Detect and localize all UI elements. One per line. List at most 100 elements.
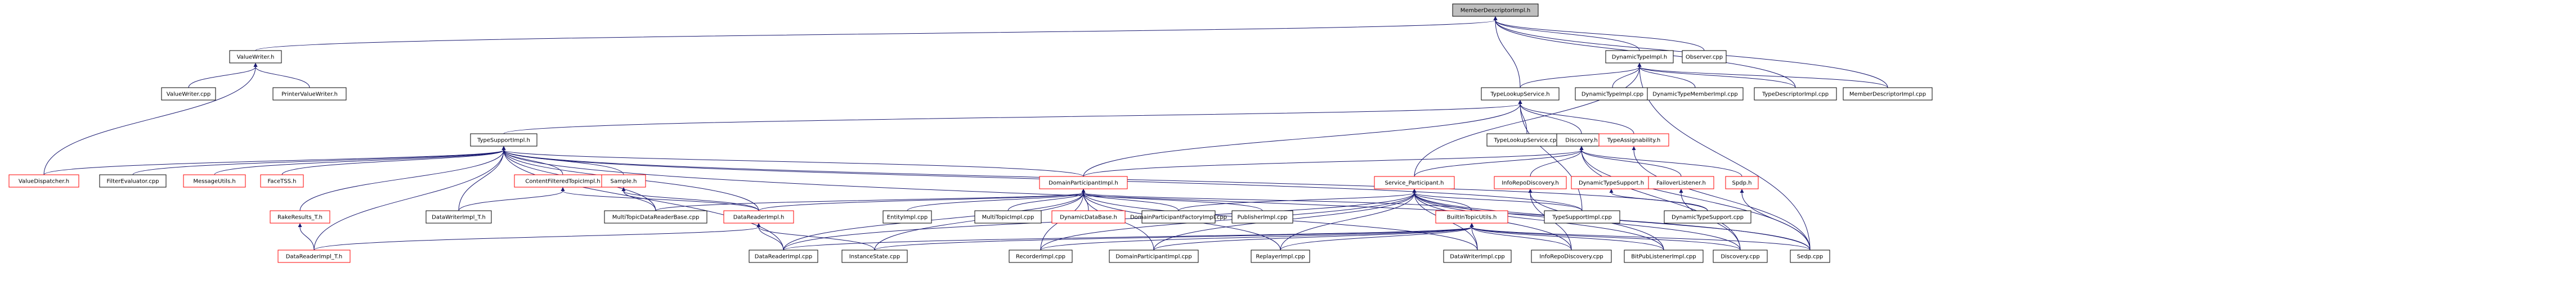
node-valuedispatcher-h[interactable]: ValueDispatcher.h: [8, 174, 79, 188]
node-box: [1051, 210, 1126, 224]
node-box: [8, 174, 79, 188]
edge-domainparticipantimpl-h-to-discovery-h: [1083, 146, 1584, 177]
node-rakeresults-t-h[interactable]: RakeResults_T.h: [270, 210, 330, 224]
node-label: ValueWriter.h: [237, 55, 275, 61]
node-box: [1624, 250, 1704, 263]
node-datawriterimpl-t-h[interactable]: DataWriterImpl_T.h: [425, 210, 492, 224]
node-typelookupservice-h[interactable]: TypeLookupService.h: [1481, 87, 1560, 101]
node-sample-h[interactable]: Sample.h: [601, 174, 646, 188]
node-dynamictypeimpl-cpp[interactable]: DynamicTypeImpl.cpp: [1575, 87, 1650, 101]
edge-datareaderimpl-cpp-to-domainparticipantimpl-h: [783, 189, 1086, 251]
node-label: DynamicTypeImpl.cpp: [1582, 92, 1643, 98]
node-box: [749, 250, 818, 263]
node-label: MessageUtils.h: [193, 179, 235, 185]
node-messageutils-h[interactable]: MessageUtils.h: [183, 174, 246, 188]
node-dynamicdatabase-h[interactable]: DynamicDataBase.h: [1051, 210, 1126, 224]
node-valuewriter-cpp[interactable]: ValueWriter.cpp: [161, 87, 216, 101]
edge-service-participant-h-to-discovery-h: [1414, 146, 1584, 177]
node-datareaderimpl-t-h[interactable]: DataReaderImpl_T.h: [277, 250, 351, 263]
edge-dynamictypememberimpl-cpp-to-dynamictypeimpl-h: [1637, 63, 1696, 88]
node-builtintopicutils-h[interactable]: BuiltInTopicUtils.h: [1435, 210, 1508, 224]
node-memberdescriptorimpl-cpp[interactable]: MemberDescriptorImpl.cpp: [1843, 87, 1933, 101]
node-recorderimpl-cpp[interactable]: RecorderImpl.cpp: [1009, 250, 1073, 263]
node-box: [1374, 176, 1455, 189]
node-instancestate-cpp[interactable]: InstanceState.cpp: [841, 250, 908, 263]
node-observer-cpp[interactable]: Observer.cpp: [1682, 50, 1727, 64]
node-valuewriter-h[interactable]: ValueWriter.h: [229, 50, 282, 64]
edge-builtintopicutils-h-to-service-participant-h: [1412, 189, 1472, 211]
node-replayerimpl-cpp[interactable]: ReplayerImpl.cpp: [1251, 250, 1310, 263]
node-domainparticipantimpl-cpp[interactable]: DomainParticipantImpl.cpp: [1109, 250, 1199, 263]
edge-domainparticipantfactoryimpl-cpp-to-domainparticipantimpl-h: [1081, 189, 1179, 211]
node-label: TypeSupportImpl.h: [477, 138, 530, 144]
edge-contentfilteredtopicimpl-h-to-typesupportimpl-h: [501, 146, 563, 175]
node-label: DataReaderImpl.h: [733, 215, 785, 221]
node-label: Observer.cpp: [1686, 55, 1723, 61]
node-datawriterimpl-cpp[interactable]: DataWriterImpl.cpp: [1443, 250, 1512, 263]
node-dynamictypeimpl-h[interactable]: DynamicTypeImpl.h: [1605, 50, 1674, 64]
node-multitopicimpl-cpp[interactable]: MultiTopicImpl.cpp: [974, 210, 1042, 224]
node-label: FilterEvaluator.cpp: [107, 179, 159, 185]
edge-datareaderimpl-h-to-contentfilteredtopicimpl-h: [561, 187, 759, 211]
node-domainparticipantfactoryimpl-cpp[interactable]: DomainParticipantFactoryImpl.cpp: [1130, 210, 1227, 224]
edge-instancestate-cpp-to-datareaderimpl-h: [756, 223, 875, 251]
edge-replayerimpl-cpp-to-builtintopicutils-h: [1280, 223, 1474, 251]
node-label: Discovery.h: [1565, 138, 1598, 144]
node-sedp-cpp[interactable]: Sedp.cpp: [1790, 250, 1830, 263]
node-multitopicdatareaderbase-cpp[interactable]: MultiTopicDataReaderBase.cpp: [604, 210, 707, 224]
node-box: [470, 133, 537, 147]
node-facetss-h[interactable]: FaceTSS.h: [260, 174, 304, 188]
node-label: DynamicTypeMemberImpl.cpp: [1652, 92, 1737, 98]
node-dynamictypesupport-h[interactable]: DynamicTypeSupport.h: [1571, 176, 1652, 189]
node-contentfilteredtopicimpl-h[interactable]: ContentFilteredTopicImpl.h: [514, 174, 612, 188]
node-typedescriptorimpl-cpp[interactable]: TypeDescriptorImpl.cpp: [1754, 87, 1837, 101]
node-dynamictypesupport-cpp[interactable]: DynamicTypeSupport.cpp: [1664, 210, 1751, 224]
node-discovery-cpp[interactable]: Discovery.cpp: [1713, 250, 1768, 263]
node-box: [1109, 250, 1199, 263]
node-label: TypeLookupService.cpp: [1493, 138, 1560, 144]
node-entityimpl-cpp[interactable]: EntityImpl.cpp: [882, 210, 932, 224]
node-typesupportimpl-cpp[interactable]: TypeSupportImpl.cpp: [1544, 210, 1620, 224]
node-memberdescriptorimpl-h[interactable]: MemberDescriptorImpl.h: [1452, 3, 1539, 17]
edge-datareaderimpl-h-to-domainparticipantimpl-h: [758, 189, 1086, 211]
node-box: [1435, 210, 1508, 224]
node-label: ValueDispatcher.h: [19, 179, 69, 185]
node-typesupportimpl-h[interactable]: TypeSupportImpl.h: [470, 133, 537, 147]
edge-failoverlistener-h-to-discovery-h: [1579, 146, 1682, 177]
edge-typesupportimpl-h-to-typelookupservice-h: [503, 100, 1522, 134]
node-dynamictypememberimpl-cpp[interactable]: DynamicTypeMemberImpl.cpp: [1647, 87, 1744, 101]
node-datareaderimpl-h[interactable]: DataReaderImpl.h: [723, 210, 794, 224]
node-service-participant-h[interactable]: Service_Participant.h: [1374, 176, 1455, 189]
node-label: Sedp.cpp: [1797, 254, 1824, 260]
node-failoverlistener-h[interactable]: FailoverListener.h: [1648, 176, 1714, 189]
node-bitpublistenerimpl-cpp[interactable]: BitPubListenerImpl.cpp: [1624, 250, 1704, 263]
node-box: [1443, 250, 1512, 263]
edge-typedescriptorimpl-cpp-to-dynamictypeimpl-h: [1637, 63, 1796, 88]
edge-datareaderimpl-t-h-to-rakeresults-t-h: [298, 223, 315, 251]
node-datareaderimpl-cpp[interactable]: DataReaderImpl.cpp: [749, 250, 818, 263]
node-box: [183, 174, 246, 188]
node-box: [229, 50, 282, 64]
node-filterevaluator-cpp[interactable]: FilterEvaluator.cpp: [99, 174, 167, 188]
node-typelookupservice-cpp[interactable]: TypeLookupService.cpp: [1486, 133, 1567, 147]
node-box: [723, 210, 794, 224]
edge-recorderimpl-cpp-to-builtintopicutils-h: [1040, 223, 1474, 251]
edge-discovery-cpp-to-discovery-h: [1579, 146, 1741, 251]
node-inforepodiscovery-cpp[interactable]: InfoRepoDiscovery.cpp: [1531, 250, 1612, 263]
node-box: [1494, 176, 1567, 189]
node-domainparticipantimpl-h[interactable]: DomainParticipantImpl.h: [1039, 176, 1128, 189]
node-inforepodiscovery-h[interactable]: InfoRepoDiscovery.h: [1494, 176, 1567, 189]
node-label: InfoRepoDiscovery.cpp: [1539, 254, 1603, 260]
edge-rakeresults-t-h-to-typesupportimpl-h: [299, 146, 506, 211]
node-typeassignability-h[interactable]: TypeAssignability.h: [1598, 133, 1669, 147]
node-printervaluewriter-h[interactable]: PrinterValueWriter.h: [272, 87, 347, 101]
edge-datawriterimpl-t-h-to-contentfilteredtopicimpl-h: [458, 187, 565, 211]
edge-inforepodiscovery-cpp-to-builtintopicutils-h: [1470, 223, 1572, 251]
node-spdp-h[interactable]: Spdp.h: [1725, 176, 1759, 189]
edge-valuedispatcher-h-to-valuewriter-h: [43, 63, 258, 175]
node-label: DomainParticipantImpl.cpp: [1115, 254, 1192, 260]
edge-discovery-h-to-typelookupservice-h: [1518, 100, 1582, 134]
node-publisherimpl-cpp[interactable]: PublisherImpl.cpp: [1231, 210, 1293, 224]
edge-dynamictypesupport-cpp-to-dynamictypesupport-h: [1609, 189, 1708, 211]
graph-nodes: MemberDescriptorImpl.hValueWriter.hValue…: [8, 3, 1933, 263]
